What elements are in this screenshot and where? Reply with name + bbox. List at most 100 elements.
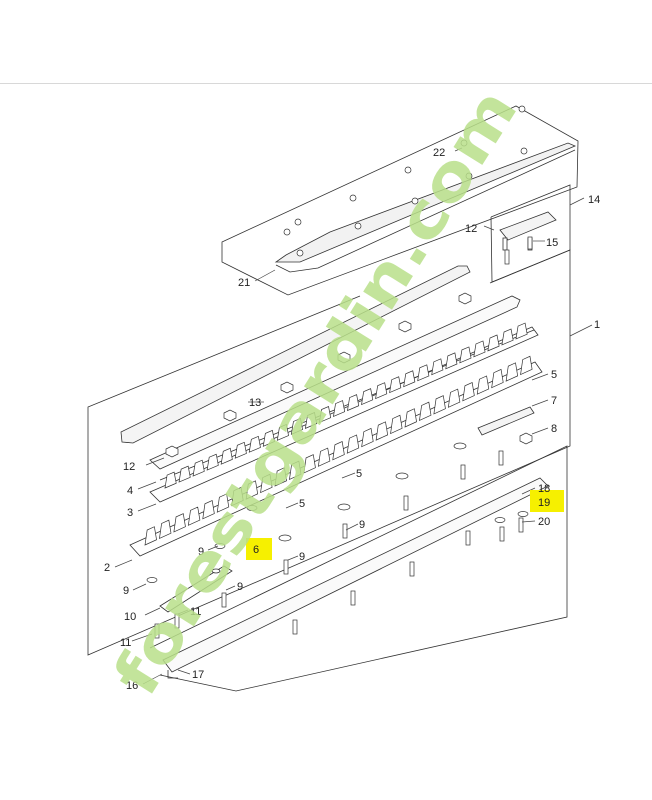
bar-13 bbox=[120, 265, 471, 444]
callout-20: 20 bbox=[538, 516, 550, 528]
callout-5-left: 5 bbox=[299, 498, 305, 510]
callout-4: 4 bbox=[127, 485, 133, 497]
rail-16 bbox=[162, 477, 549, 679]
callout-11-left: 11 bbox=[120, 637, 131, 649]
blade-tooth bbox=[375, 421, 389, 441]
blade-tooth bbox=[347, 394, 360, 412]
blade-tooth bbox=[332, 441, 345, 461]
blade-tooth bbox=[520, 355, 533, 376]
blade-tooth bbox=[276, 423, 289, 441]
blade-tooth bbox=[333, 400, 346, 418]
callout-16: 16 bbox=[126, 680, 138, 692]
blade-4 bbox=[149, 295, 521, 470]
blade-tooth bbox=[303, 454, 316, 474]
blade-tooth bbox=[159, 519, 172, 540]
blade-tooth bbox=[216, 493, 230, 513]
blade-tooth bbox=[390, 414, 403, 435]
blade-tooth bbox=[317, 447, 331, 467]
blade-tooth bbox=[202, 500, 215, 520]
blade-tooth bbox=[245, 480, 259, 500]
leader-lines bbox=[114, 147, 593, 685]
blade-tooth bbox=[462, 382, 475, 402]
blade-tooth bbox=[491, 368, 504, 389]
blade-3-teeth bbox=[164, 322, 528, 489]
blade-tooth bbox=[361, 388, 374, 406]
callout-12-top: 12 bbox=[465, 223, 477, 235]
link-plate-10 bbox=[159, 565, 233, 613]
callout-11-right: 11 bbox=[190, 606, 201, 618]
callout-13: 13 bbox=[249, 397, 261, 409]
blade-tooth bbox=[404, 408, 417, 428]
blade-tooth bbox=[289, 460, 302, 481]
blade-tooth bbox=[144, 526, 157, 546]
top-divider bbox=[0, 83, 652, 84]
callout-14: 14 bbox=[588, 194, 600, 206]
bolts bbox=[154, 236, 533, 639]
blade-tooth bbox=[389, 376, 402, 394]
blade-tooth bbox=[231, 486, 244, 507]
callout-10: 10 bbox=[124, 611, 136, 623]
washers bbox=[146, 442, 529, 583]
blade-tooth bbox=[192, 459, 205, 477]
callout-9-low: 9 bbox=[237, 581, 243, 593]
callout-8: 8 bbox=[551, 423, 557, 435]
blade-tooth bbox=[476, 375, 490, 395]
blade-tooth bbox=[262, 429, 275, 447]
nuts bbox=[165, 292, 533, 458]
blade-tooth bbox=[501, 328, 514, 346]
callout-18: 18 bbox=[538, 483, 550, 495]
highlight-6 bbox=[246, 538, 272, 560]
blade-tooth bbox=[417, 364, 430, 382]
callout-3: 3 bbox=[127, 507, 133, 519]
blade-tooth bbox=[515, 322, 528, 340]
blade-tooth bbox=[473, 340, 486, 358]
callout-17: 17 bbox=[192, 669, 204, 681]
callout-12: 12 bbox=[123, 461, 135, 473]
blade-tooth bbox=[290, 417, 303, 435]
blade-tooth bbox=[419, 401, 432, 422]
callout-9-center: 9 bbox=[299, 551, 305, 563]
blade-tooth bbox=[433, 395, 446, 415]
blade-tooth bbox=[274, 467, 287, 487]
callout-6: 6 bbox=[253, 544, 259, 556]
callout-9-mid: 9 bbox=[359, 519, 365, 531]
blade-tooth bbox=[164, 471, 177, 489]
callout-7: 7 bbox=[551, 395, 557, 407]
blade-tooth bbox=[505, 362, 519, 382]
blade-tooth bbox=[173, 513, 186, 533]
blade-tooth bbox=[346, 434, 360, 454]
blade-tooth bbox=[234, 441, 247, 459]
callout-19: 19 bbox=[538, 497, 550, 509]
blade-tooth bbox=[375, 382, 388, 400]
blade-tooth bbox=[206, 453, 219, 471]
blade-tooth bbox=[459, 346, 472, 364]
cover-plate-bolts bbox=[283, 105, 528, 257]
cover-plate bbox=[221, 105, 579, 296]
callout-9-far-left: 9 bbox=[123, 585, 129, 597]
callout-21: 21 bbox=[238, 277, 250, 289]
blade-tooth bbox=[361, 427, 374, 448]
blade-tooth bbox=[445, 352, 458, 370]
blade-tooth bbox=[187, 506, 201, 526]
blade-tooth bbox=[318, 406, 332, 423]
callout-22: 22 bbox=[433, 147, 445, 159]
blade-tooth bbox=[248, 435, 261, 453]
blade-tooth bbox=[447, 388, 461, 408]
main-frame bbox=[87, 249, 571, 692]
callout-5-right: 5 bbox=[551, 369, 557, 381]
callout-15: 15 bbox=[546, 237, 558, 249]
blade-tooth bbox=[487, 334, 500, 352]
callout-5-mid: 5 bbox=[356, 468, 362, 480]
callout-1: 1 bbox=[594, 319, 600, 331]
callout-2: 2 bbox=[104, 562, 110, 574]
blade-tooth bbox=[403, 370, 416, 388]
strip-7 bbox=[477, 406, 535, 436]
highlight-19 bbox=[530, 490, 564, 512]
blade-tooth bbox=[178, 465, 191, 483]
blade-tooth bbox=[431, 358, 444, 376]
blade-tooth bbox=[260, 473, 273, 494]
blade-tooth bbox=[304, 412, 318, 429]
callout-9-left: 9 bbox=[198, 546, 204, 558]
blade-tooth bbox=[220, 447, 233, 465]
